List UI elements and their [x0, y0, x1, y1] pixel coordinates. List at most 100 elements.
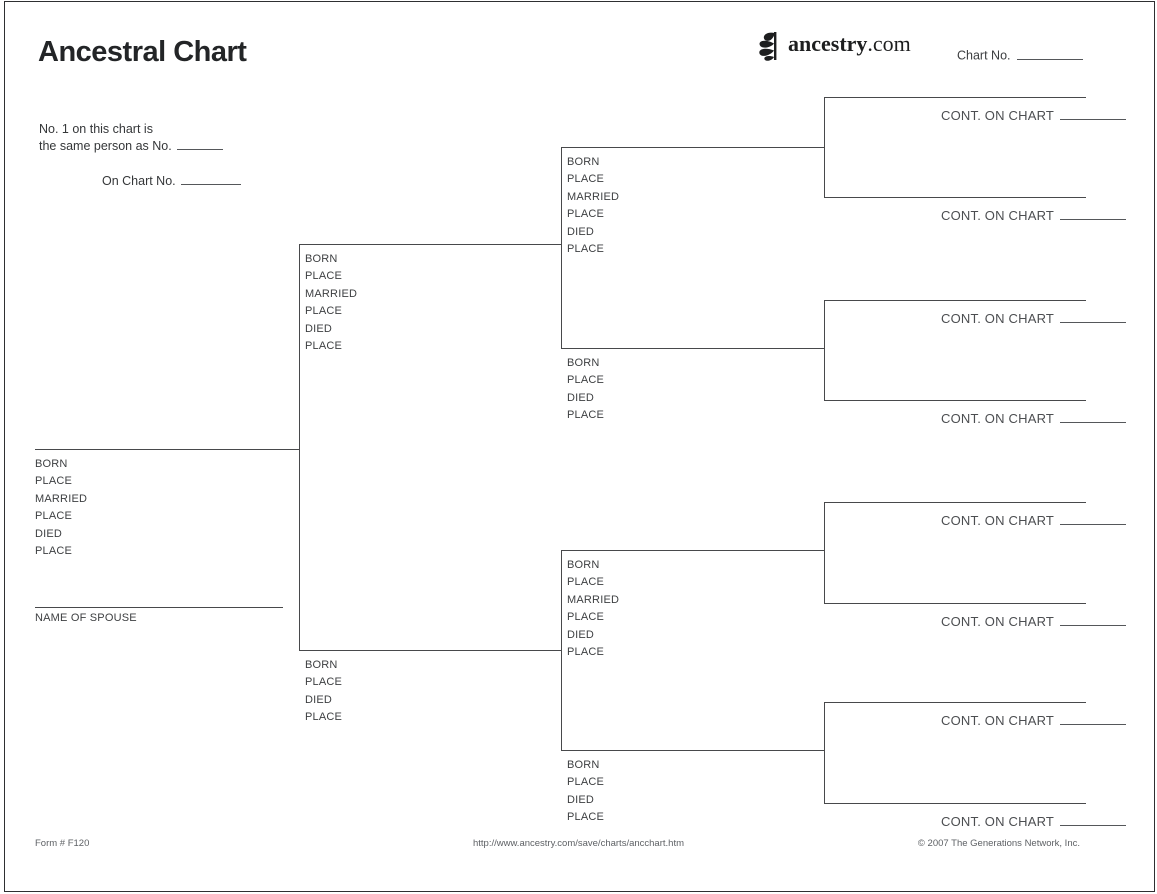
great-grandparents-connector-3 [824, 502, 825, 604]
great-grandparent-1-name-field[interactable] [824, 97, 1086, 98]
great-grandparents-connector-4 [824, 702, 825, 804]
field-label: DIED [305, 693, 333, 706]
great-grandparent-4-name-field[interactable] [824, 400, 1086, 401]
field-label: DIED [35, 527, 63, 540]
paternal-grandmother-fields: BORN PLACE DIED PLACE [567, 355, 604, 425]
cont-on-chart-2: CONT. ON CHART [941, 208, 1127, 224]
paternal-grandfather-name-field[interactable] [561, 147, 824, 148]
cont-label: CONT. ON CHART [941, 713, 1055, 729]
cont-chart-no-field-6[interactable] [1060, 614, 1127, 627]
cont-on-chart-6: CONT. ON CHART [941, 614, 1127, 630]
field-label: BORN [567, 559, 600, 571]
field-label: PLACE [305, 270, 343, 283]
field-label: PLACE [567, 576, 605, 589]
cont-label: CONT. ON CHART [941, 814, 1055, 830]
father-name-field[interactable] [299, 244, 562, 245]
ancestry-leaf-icon [752, 30, 785, 66]
field-label: PLACE [567, 208, 605, 221]
reference-line-3: On Chart No. [102, 173, 241, 191]
field-label: DIED [567, 628, 595, 641]
maternal-grandfather-name-field[interactable] [561, 550, 824, 551]
field-label: BORN [305, 253, 338, 265]
field-label: PLACE [567, 173, 605, 186]
chart-no: Chart No. [957, 48, 1083, 63]
field-label: BORN [567, 759, 600, 771]
cont-on-chart-7: CONT. ON CHART [941, 713, 1127, 729]
cont-on-chart-4: CONT. ON CHART [941, 411, 1127, 427]
cont-label: CONT. ON CHART [941, 208, 1055, 224]
footer-url: http://www.ancestry.com/save/charts/ancc… [472, 838, 684, 849]
form-number: Form # F120 [35, 838, 90, 849]
field-label: PLACE [305, 340, 343, 353]
spouse-label: NAME OF SPOUSE [35, 612, 137, 624]
cont-label: CONT. ON CHART [941, 614, 1055, 630]
maternal-grandparents-connector [561, 550, 562, 751]
cont-on-chart-5: CONT. ON CHART [941, 513, 1127, 529]
field-label: PLACE [567, 811, 605, 824]
field-label: DIED [567, 793, 595, 806]
field-label: PLACE [567, 646, 605, 659]
maternal-grandfather-fields: BORN PLACE MARRIED PLACE DIED PLACE [567, 557, 619, 661]
cont-chart-no-field-7[interactable] [1060, 713, 1127, 726]
spouse-name-field[interactable] [35, 607, 283, 608]
cont-label: CONT. ON CHART [941, 311, 1055, 327]
cont-on-chart-3: CONT. ON CHART [941, 311, 1127, 327]
cont-chart-no-field-3[interactable] [1060, 311, 1127, 324]
field-label: PLACE [35, 545, 73, 558]
paternal-grandmother-name-field[interactable] [561, 348, 824, 349]
cont-chart-no-field-4[interactable] [1060, 411, 1127, 424]
great-grandparents-connector-2 [824, 300, 825, 401]
great-grandparent-6-name-field[interactable] [824, 603, 1086, 604]
field-label: PLACE [305, 676, 343, 689]
field-label: PLACE [567, 243, 605, 256]
on-chart-no-field[interactable] [180, 173, 241, 185]
father-fields: BORN PLACE MARRIED PLACE DIED PLACE [305, 251, 357, 355]
cont-chart-no-field-2[interactable] [1060, 208, 1127, 221]
great-grandparent-3-name-field[interactable] [824, 300, 1086, 301]
field-label: MARRIED [305, 287, 358, 300]
great-grandparent-8-name-field[interactable] [824, 803, 1086, 804]
logo-brand-text: ancestry [788, 31, 868, 56]
reference-line-2: the same person as No. [39, 138, 223, 156]
person-1-name-field[interactable] [35, 449, 299, 450]
parents-connector [299, 244, 300, 651]
field-label: MARRIED [35, 492, 88, 505]
cont-chart-no-field-1[interactable] [1060, 108, 1127, 121]
logo-suffix-text: .com [867, 31, 911, 56]
mother-name-field[interactable] [299, 650, 562, 651]
cont-label: CONT. ON CHART [941, 108, 1055, 124]
field-label: PLACE [567, 776, 605, 789]
reference-line-1: No. 1 on this chart is [39, 122, 153, 136]
field-label: PLACE [567, 409, 605, 422]
field-label: PLACE [567, 374, 605, 387]
paternal-grandfather-fields: BORN PLACE MARRIED PLACE DIED PLACE [567, 154, 619, 258]
great-grandparent-2-name-field[interactable] [824, 197, 1086, 198]
copyright-notice: © 2007 The Generations Network, Inc. [917, 838, 1080, 849]
paternal-grandparents-connector [561, 147, 562, 349]
person-1-fields: BORN PLACE MARRIED PLACE DIED PLACE [35, 456, 87, 560]
cont-on-chart-1: CONT. ON CHART [941, 108, 1127, 124]
maternal-grandmother-name-field[interactable] [561, 750, 824, 751]
cont-label: CONT. ON CHART [941, 411, 1055, 427]
field-label: BORN [35, 458, 68, 470]
on-chart-no-label: On Chart No. [102, 174, 176, 188]
chart-no-label: Chart No. [957, 48, 1011, 63]
same-person-label: the same person as No. [39, 139, 172, 153]
field-label: MARRIED [567, 593, 620, 606]
same-person-no-field[interactable] [176, 138, 223, 150]
chart-no-field[interactable] [1016, 48, 1083, 60]
cont-label: CONT. ON CHART [941, 513, 1055, 529]
field-label: PLACE [305, 711, 343, 724]
field-label: DIED [567, 225, 595, 238]
field-label: BORN [567, 156, 600, 168]
field-label: PLACE [305, 305, 343, 318]
page-title: Ancestral Chart [38, 36, 247, 68]
field-label: PLACE [567, 611, 605, 624]
field-label: BORN [305, 659, 338, 671]
great-grandparent-5-name-field[interactable] [824, 502, 1086, 503]
cont-chart-no-field-5[interactable] [1060, 513, 1127, 526]
cont-on-chart-8: CONT. ON CHART [941, 814, 1127, 830]
cont-chart-no-field-8[interactable] [1060, 814, 1127, 827]
great-grandparent-7-name-field[interactable] [824, 702, 1086, 703]
